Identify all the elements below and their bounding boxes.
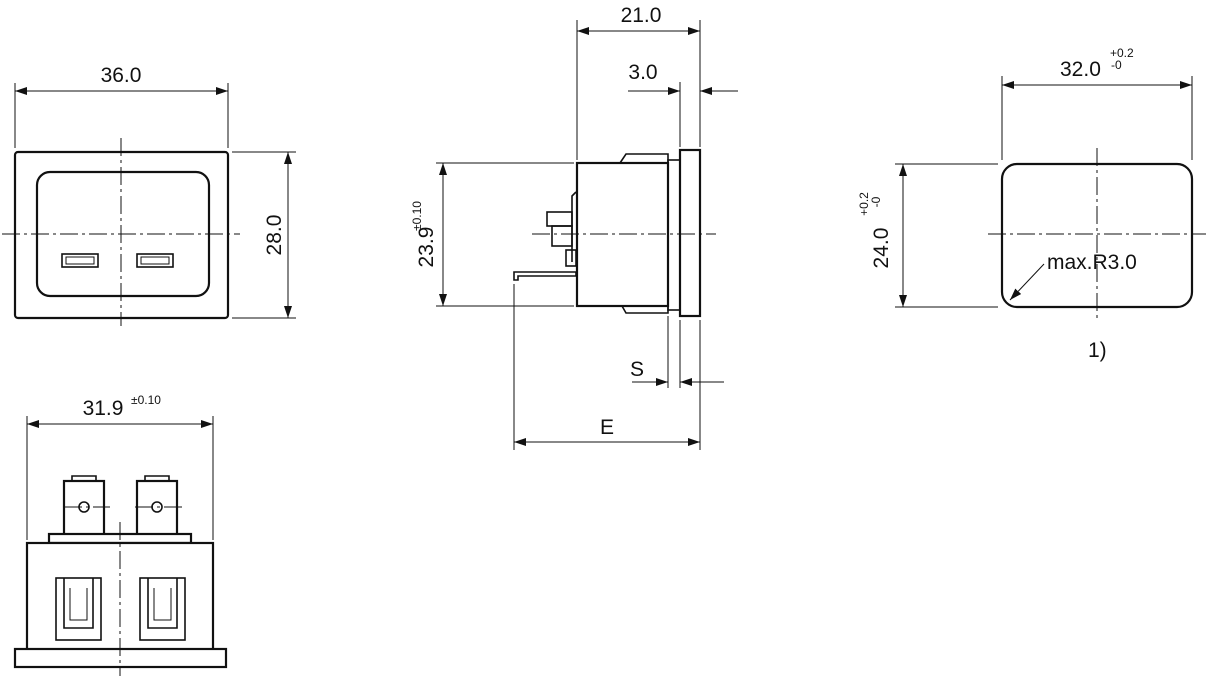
side-flange-label: 3.0 — [628, 61, 657, 84]
bottom-contact-right — [139, 577, 186, 641]
side-height-tolerance: ±0.10 — [410, 201, 424, 231]
front-view: 36.0 28.0 — [2, 64, 296, 326]
side-terminals — [513, 191, 577, 281]
side-depth-label: 21.0 — [621, 4, 662, 27]
cutout-radius-label: max.R3.0 — [1047, 251, 1137, 274]
bottom-view: 31.9 ±0.10 — [13, 393, 228, 676]
side-e-label: E — [600, 416, 614, 439]
side-flange — [678, 148, 702, 318]
cutout-width-tol-lower: -0 — [1111, 58, 1122, 72]
cutout-width-label: 32.0 — [1060, 58, 1101, 81]
cutout-view: 32.0 +0.2 -0 24.0 +0.2 -0 max.R3.0 1) — [857, 46, 1206, 362]
bottom-width-label: 31.9 — [83, 397, 124, 420]
side-view: 21.0 3.0 23.9 ±0.10 S E — [410, 4, 738, 450]
cutout-width-tol-upper: +0.2 — [1110, 46, 1134, 60]
side-height-label: 23.9 — [415, 227, 438, 268]
bottom-terminal-left — [62, 475, 110, 538]
side-s-label: S — [630, 358, 644, 381]
cutout-height-tol-upper: +0.2 — [857, 192, 871, 216]
cutout-footnote: 1) — [1088, 339, 1107, 362]
bottom-width-tolerance: ±0.10 — [131, 393, 161, 407]
cutout-height-label: 24.0 — [870, 228, 893, 269]
side-body-latch-top — [619, 153, 669, 164]
front-height-label: 28.0 — [263, 215, 286, 256]
front-slot-left — [61, 253, 99, 268]
bottom-contact-left — [55, 577, 102, 641]
bottom-terminal-right — [135, 475, 182, 538]
cutout-height-tol-lower: -0 — [869, 196, 883, 207]
front-width-label: 36.0 — [101, 64, 142, 87]
cutout-radius-leader — [1009, 263, 1045, 301]
front-slot-right — [136, 253, 174, 268]
side-body-neck — [667, 159, 681, 311]
